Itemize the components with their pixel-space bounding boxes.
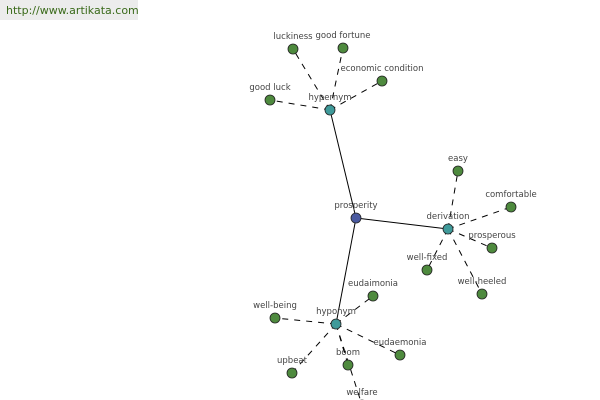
edge-derivation-child xyxy=(447,170,459,230)
edge-derivation-child xyxy=(426,228,449,271)
leaf-node-label[interactable]: well-heeled xyxy=(458,277,507,287)
edge-root-derivation xyxy=(355,217,449,230)
leaf-node-label[interactable]: prosperous xyxy=(468,231,516,241)
leaf-node-label[interactable]: well-being xyxy=(253,301,297,311)
leaf-node-dot[interactable] xyxy=(376,75,388,87)
edge-hypernym-child xyxy=(269,99,331,111)
leaf-node[interactable]: boom xyxy=(336,348,360,371)
leaf-node-label[interactable]: eudaemonia xyxy=(374,338,427,348)
leaf-node-dot[interactable] xyxy=(367,290,379,302)
leaf-node[interactable]: good fortune xyxy=(316,31,371,54)
edge-hyponym-child xyxy=(335,323,349,366)
leaf-node-dot[interactable] xyxy=(337,42,349,54)
leaf-node-dot[interactable] xyxy=(505,201,517,213)
edge-hyponym-child xyxy=(335,323,361,400)
hub-node-derivation-label[interactable]: derivation xyxy=(426,212,469,222)
edge-hypernym-child xyxy=(329,47,344,111)
leaf-node-label[interactable]: upbeat xyxy=(277,356,308,366)
hub-node-hypernym-label[interactable]: hypernym xyxy=(308,93,351,103)
leaf-node-dot[interactable] xyxy=(452,165,464,177)
edge-hyponym-child xyxy=(274,317,337,325)
leaf-node[interactable]: economic condition xyxy=(340,64,424,87)
leaf-node-label[interactable]: luckiness xyxy=(273,32,313,42)
leaf-node[interactable]: well-fixed xyxy=(407,253,448,276)
leaf-node-label[interactable]: comfortable xyxy=(485,190,536,200)
leaf-node-dot[interactable] xyxy=(486,242,498,254)
root-node-label[interactable]: prosperity xyxy=(334,201,377,211)
watermark-url[interactable]: http://www.artikata.com xyxy=(0,0,139,20)
leaf-node[interactable]: easy xyxy=(448,154,468,177)
leaf-node[interactable]: eudaimonia xyxy=(348,279,398,302)
leaf-node-label[interactable]: good luck xyxy=(249,83,290,93)
edges xyxy=(269,47,512,400)
edge-hypernym-child xyxy=(329,80,383,111)
root-node-dot[interactable] xyxy=(350,212,362,224)
root-node[interactable]: prosperity xyxy=(334,201,378,224)
hub-node-hyponym-dot[interactable] xyxy=(330,318,342,330)
leaf-node-label[interactable]: boom xyxy=(336,348,360,358)
leaf-node-label[interactable]: welfare xyxy=(346,388,377,398)
leaf-node-dot[interactable] xyxy=(269,312,281,324)
hub-node-hypernym-dot[interactable] xyxy=(324,104,336,116)
leaf-node[interactable]: upbeat xyxy=(277,356,308,379)
edge-root-hyponym xyxy=(335,217,357,325)
leaf-node-dot[interactable] xyxy=(342,359,354,371)
leaf-node-dot[interactable] xyxy=(287,43,299,55)
leaf-node[interactable]: comfortable xyxy=(485,190,537,213)
leaf-node[interactable]: luckiness xyxy=(273,32,313,55)
leaf-node-dot[interactable] xyxy=(264,94,276,106)
edge-derivation-child xyxy=(447,228,483,295)
leaf-node[interactable]: well-being xyxy=(253,301,297,324)
leaf-node-dot[interactable] xyxy=(394,349,406,361)
leaf-node[interactable]: prosperous xyxy=(468,231,516,254)
hub-node-derivation-dot[interactable] xyxy=(442,223,454,235)
leaf-node-label[interactable]: good fortune xyxy=(316,31,371,41)
leaf-node-dot[interactable] xyxy=(286,367,298,379)
leaf-node[interactable]: eudaemonia xyxy=(374,338,427,361)
leaf-node[interactable]: well-heeled xyxy=(458,277,507,300)
leaf-node-label[interactable]: economic condition xyxy=(340,64,423,74)
leaf-node-label[interactable]: easy xyxy=(448,154,468,164)
hub-node-derivation[interactable]: derivation xyxy=(426,212,470,235)
hub-node-hyponym[interactable]: hyponym xyxy=(316,307,356,330)
leaf-node-label[interactable]: eudaimonia xyxy=(348,279,398,289)
hub-node-hyponym-label[interactable]: hyponym xyxy=(316,307,356,317)
leaf-node-label[interactable]: well-fixed xyxy=(407,253,448,263)
edge-hyponym-child xyxy=(335,295,374,325)
leaf-node-dot[interactable] xyxy=(421,264,433,276)
leaf-node[interactable]: good luck xyxy=(249,83,291,106)
edge-derivation-child xyxy=(447,228,493,249)
leaf-node[interactable]: welfare xyxy=(346,388,378,400)
leaf-node-dot[interactable] xyxy=(476,288,488,300)
edge-root-hypernym xyxy=(329,109,357,219)
hub-node-hypernym[interactable]: hypernym xyxy=(308,93,352,116)
